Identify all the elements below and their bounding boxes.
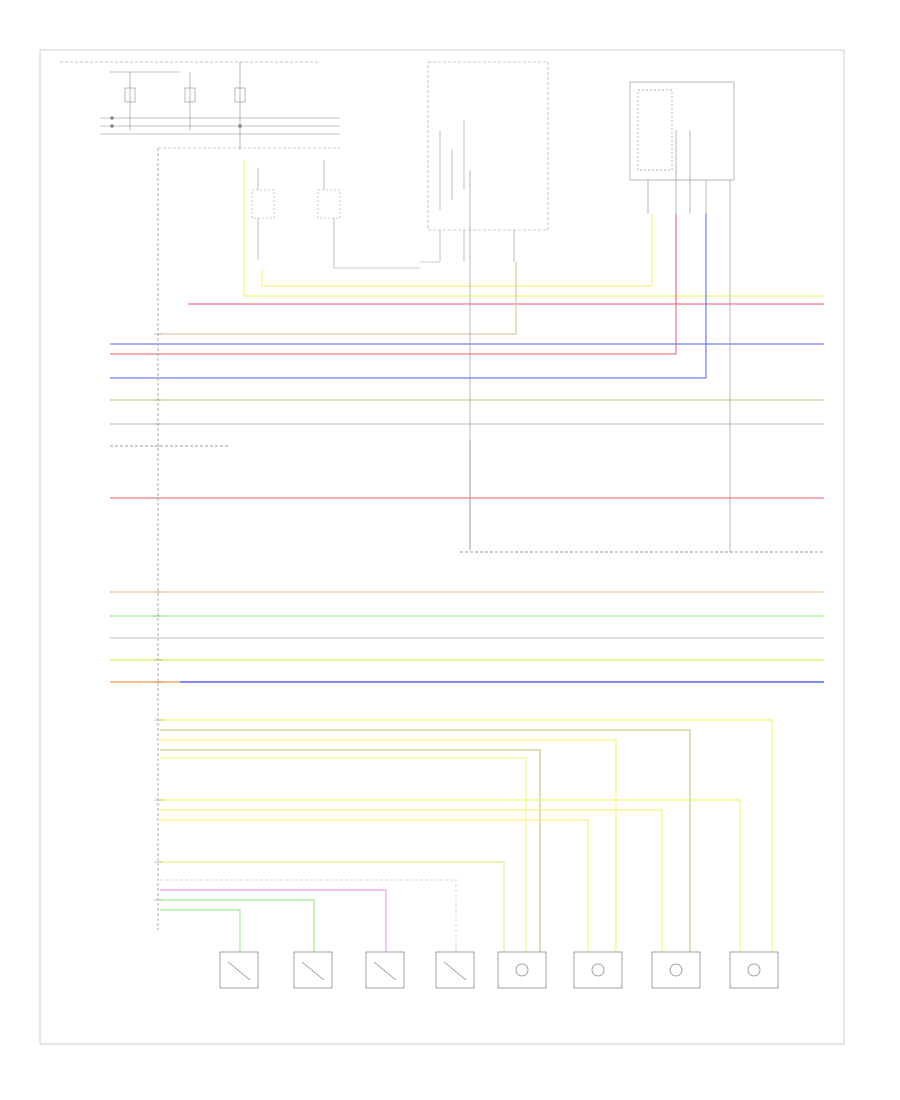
wire-group-middle — [110, 170, 824, 553]
wire-group-lower — [110, 591, 824, 683]
door-switch-1 — [219, 951, 259, 989]
door-switch-4 — [435, 951, 475, 989]
door-switch-3 — [365, 951, 405, 989]
central-module — [420, 61, 549, 263]
bus-connector-ticks — [154, 333, 162, 901]
wire-group-door-lock — [160, 719, 773, 952]
diagram-frame — [39, 49, 845, 1045]
wire-group-top — [110, 160, 824, 401]
door-switch-2 — [293, 951, 333, 989]
lock-actuator-1 — [497, 951, 547, 989]
lock-actuator-3 — [651, 951, 701, 989]
right-control-unit — [629, 81, 735, 214]
lock-actuator-4 — [729, 951, 779, 989]
fuse-block-area — [60, 61, 340, 150]
relay-middle — [317, 160, 420, 269]
relay-left — [251, 168, 275, 260]
lock-actuator-2 — [573, 951, 623, 989]
